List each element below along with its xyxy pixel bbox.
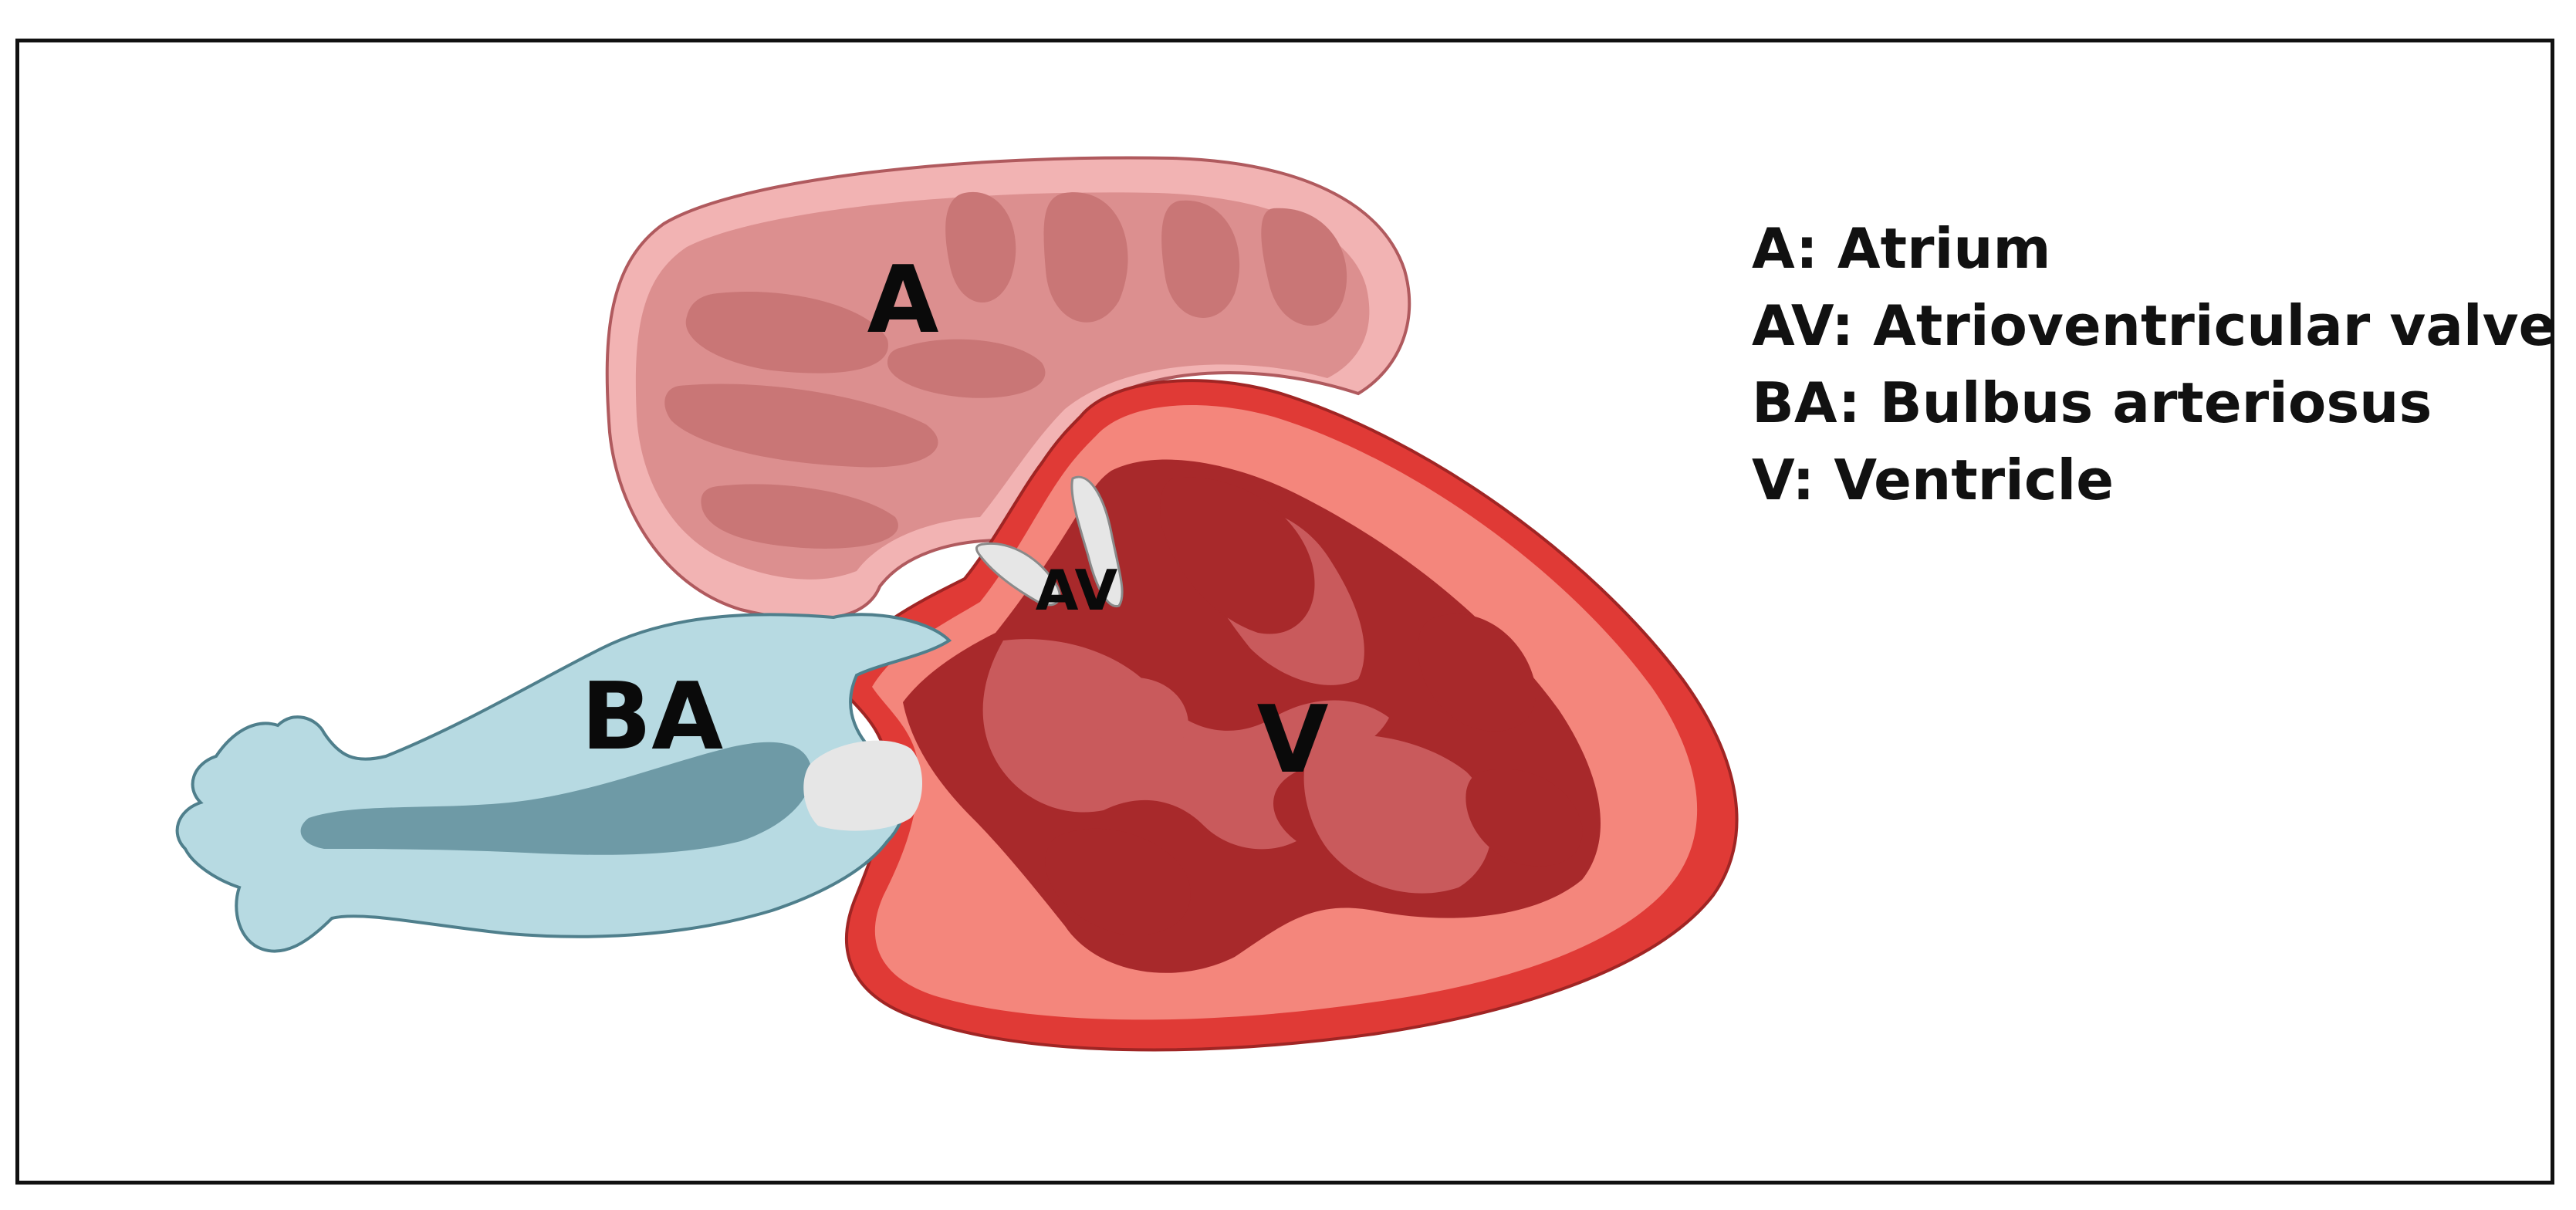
label-ventricle: V (1257, 687, 1329, 794)
atrium-lobe (1261, 208, 1347, 326)
legend: A: Atrium AV: Atrioventricular valve BA:… (1752, 210, 2556, 519)
atrium-lobe (1161, 200, 1240, 319)
atrium-lobe (685, 292, 888, 373)
legend-item-av-valve: AV: Atrioventricular valve (1752, 293, 2557, 358)
ventricle (831, 379, 1739, 1052)
bulbus-inner-lumen (300, 742, 812, 855)
ventricle-chamber-pocket (1418, 613, 1536, 732)
label-bulbus-arteriosus: BA (581, 664, 723, 771)
atrium-lobe (945, 191, 1016, 303)
av-valve-leaflet (1070, 475, 1124, 607)
ventricle-chamber-pocket (1465, 769, 1583, 867)
label-atrium: A (867, 247, 939, 354)
ventricle-trabecula (1303, 735, 1492, 894)
legend-item-ventricle: V: Ventricle (1752, 448, 2115, 512)
ventricle-trabecula (1096, 678, 1188, 756)
atrium-lobe (701, 484, 898, 549)
ventricle-chamber-pocket (1160, 477, 1315, 634)
legend-item-bulbus-arteriosus: BA: Bulbus arteriosus (1752, 370, 2432, 435)
atrium-lobe (887, 339, 1046, 398)
av-valve-leaflet (975, 542, 1061, 607)
bulbus-cap (803, 740, 922, 831)
av-valve (975, 475, 1124, 607)
atrium-lobe (1043, 192, 1128, 323)
atrium (605, 156, 1411, 621)
legend-item-atrium: A: Atrium (1752, 216, 2051, 281)
atrium-lobe (664, 384, 938, 468)
ventricle-chamber-pocket (1045, 828, 1191, 935)
bulbus-arteriosus (175, 613, 952, 953)
ventricle-trabecula (982, 639, 1389, 850)
label-av-valve: AV (1036, 558, 1118, 623)
